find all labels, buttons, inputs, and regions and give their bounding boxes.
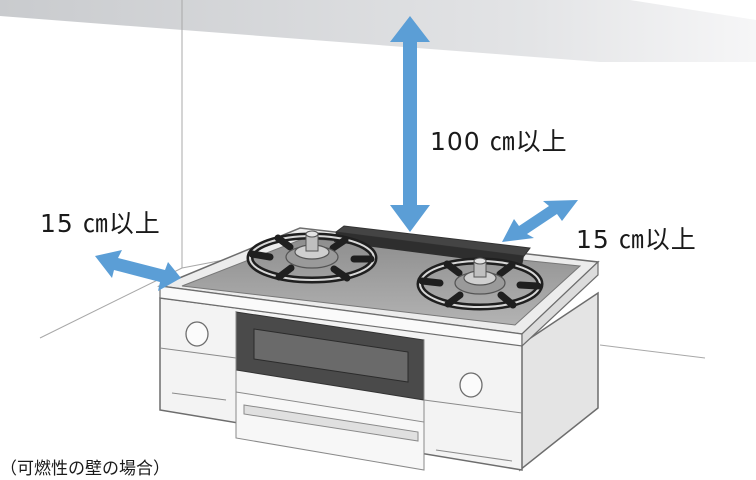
left-knob — [185, 321, 209, 347]
clearance-left-label: 15 ㎝以上 — [40, 209, 161, 238]
front-panel-lines — [159, 312, 523, 470]
arrow-left — [95, 250, 181, 291]
right-knob — [459, 372, 483, 398]
exhaust-vent-front — [334, 232, 524, 266]
clearance-top-label: 100 ㎝以上 — [430, 127, 568, 156]
right-burner — [416, 257, 544, 311]
left-burner — [246, 230, 378, 284]
grill-handle — [243, 404, 419, 442]
gas-stove — [157, 225, 600, 472]
caption: （可燃性の壁の場合） — [0, 459, 170, 479]
grill-window-glass — [253, 328, 409, 383]
ceiling-plane — [0, 0, 756, 62]
exhaust-vent — [334, 225, 531, 257]
arrow-top — [390, 16, 430, 232]
arrow-back — [502, 200, 578, 242]
clearance-back-label: 15 ㎝以上 — [576, 225, 697, 254]
stove-side-lip — [521, 260, 599, 348]
